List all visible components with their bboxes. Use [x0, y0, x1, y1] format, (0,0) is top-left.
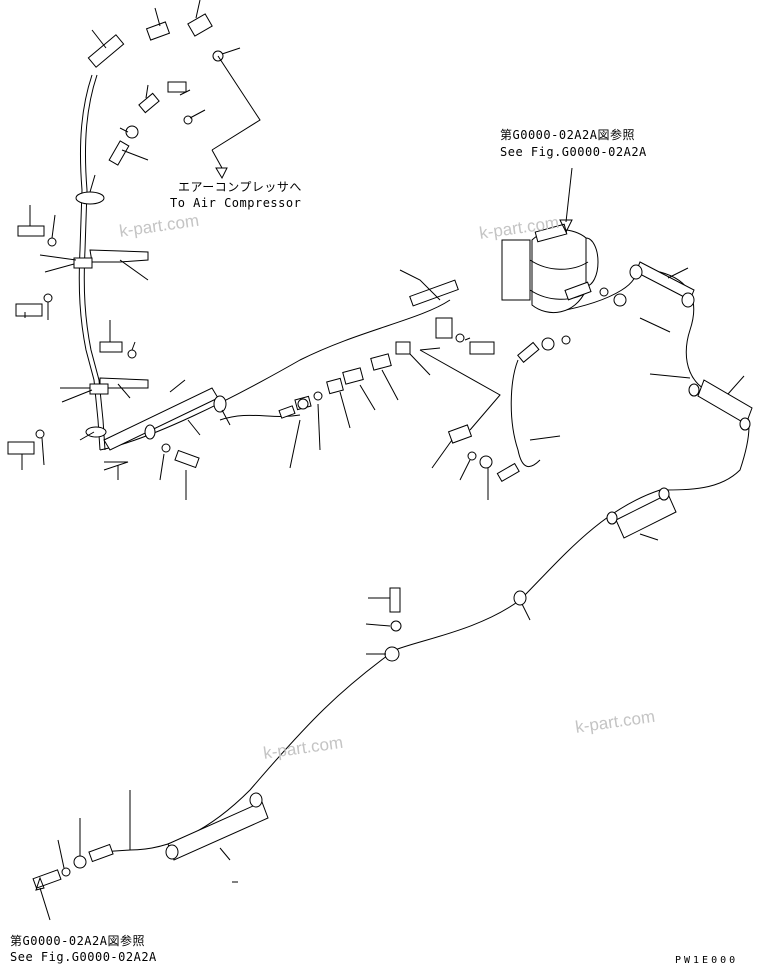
air-tank: [531, 229, 587, 313]
clamp-lower-2: [384, 646, 400, 662]
bottom-reference-label-en: See Fig.G0000-02A2A: [10, 950, 157, 964]
bolt-2: [15, 303, 43, 317]
top-fittings: [87, 13, 261, 180]
end-fitting: [32, 869, 62, 889]
bolt-lower: [389, 587, 401, 613]
clamp-right-1: [629, 264, 643, 280]
washer-center: [455, 333, 465, 343]
tank-valve: [534, 223, 568, 243]
sleeve-right-2: [496, 462, 520, 483]
clamp-right-2: [681, 292, 695, 308]
bolt-4: [7, 441, 35, 455]
washer-left-2: [43, 293, 53, 303]
nut-center-2: [297, 398, 309, 410]
nut-right-2: [479, 455, 493, 469]
washer-left-4: [35, 429, 45, 439]
elbow-right: [447, 424, 473, 444]
washer-bottom: [61, 867, 71, 877]
nut: [125, 125, 139, 139]
left-clamps-and-bolts: [7, 191, 149, 455]
nut-center: [313, 391, 323, 401]
clamp-right-3: [688, 383, 700, 397]
lower-fittings: [365, 587, 531, 662]
nut-bottom: [73, 855, 87, 869]
tee-fitting: [435, 317, 453, 339]
bolt: [17, 225, 45, 237]
bottom-fittings: [32, 790, 269, 921]
middle-fittings: [103, 379, 301, 500]
washer-lower: [390, 620, 402, 632]
compressor-label-jp: エアーコンプレッサへ: [178, 180, 302, 194]
clamp-right-5: [606, 511, 618, 525]
bracket: [89, 249, 149, 263]
bolt-mid: [174, 449, 200, 469]
tank-bracket: [501, 239, 531, 301]
clamp-right-6: [658, 487, 670, 501]
hose-end: [409, 279, 459, 307]
tube-cover-bottom: [167, 801, 269, 861]
clamp-3: [144, 424, 156, 440]
clamp-bottom-2: [249, 792, 263, 808]
clamp: [75, 191, 105, 205]
clamp-right-4: [739, 417, 751, 431]
washer-right-2: [467, 451, 477, 461]
valve-body: [395, 341, 411, 355]
washer-right: [561, 335, 571, 345]
tank-washer: [599, 287, 609, 297]
right-center-fittings: [431, 335, 571, 500]
clamp-block-2: [89, 383, 109, 395]
right-tube-covers: [606, 261, 753, 541]
air-tank-assembly: [501, 167, 671, 333]
top-reference-label-en: See Fig.G0000-02A2A: [500, 145, 647, 159]
elbow-fitting: [145, 21, 171, 41]
sleeve-right: [517, 341, 540, 363]
clamp-bottom-1: [165, 844, 179, 860]
clamp-lower-1: [513, 590, 527, 606]
sleeve-bottom: [88, 843, 114, 863]
pipe-nipple: [87, 34, 125, 68]
clamp-2: [85, 426, 107, 438]
center-fittings: [278, 269, 501, 469]
union: [370, 353, 392, 371]
ferrule: [278, 405, 296, 419]
sleeve: [108, 140, 130, 166]
top-reference-label-jp: 第G0000-02A2A図参照: [500, 128, 635, 142]
long-hose-route: [99, 269, 750, 853]
check-valve: [342, 367, 364, 385]
nut-right: [541, 337, 555, 351]
leader-lines: [21, 0, 241, 470]
washer-left-3: [127, 349, 137, 359]
nipple-center: [326, 377, 344, 395]
clamp-block: [73, 257, 93, 269]
tube-cover-right-3: [615, 493, 677, 539]
tube-cover-right-2: [697, 379, 753, 425]
adapter: [138, 92, 160, 114]
washer-mid: [161, 443, 171, 453]
drawing-code: PW1E000: [675, 955, 739, 966]
tube-cover: [103, 387, 219, 451]
tank-fitting: [564, 281, 592, 301]
washer-left: [47, 237, 57, 247]
clamp-4: [213, 395, 227, 413]
compressor-label-en: To Air Compressor: [170, 196, 302, 210]
tank-nut: [613, 293, 627, 307]
bolt-center: [469, 341, 495, 355]
connector: [187, 13, 213, 37]
bolt-3: [99, 341, 123, 353]
bottom-reference-label-jp: 第G0000-02A2A図参照: [10, 934, 145, 948]
connector-2: [167, 81, 187, 93]
